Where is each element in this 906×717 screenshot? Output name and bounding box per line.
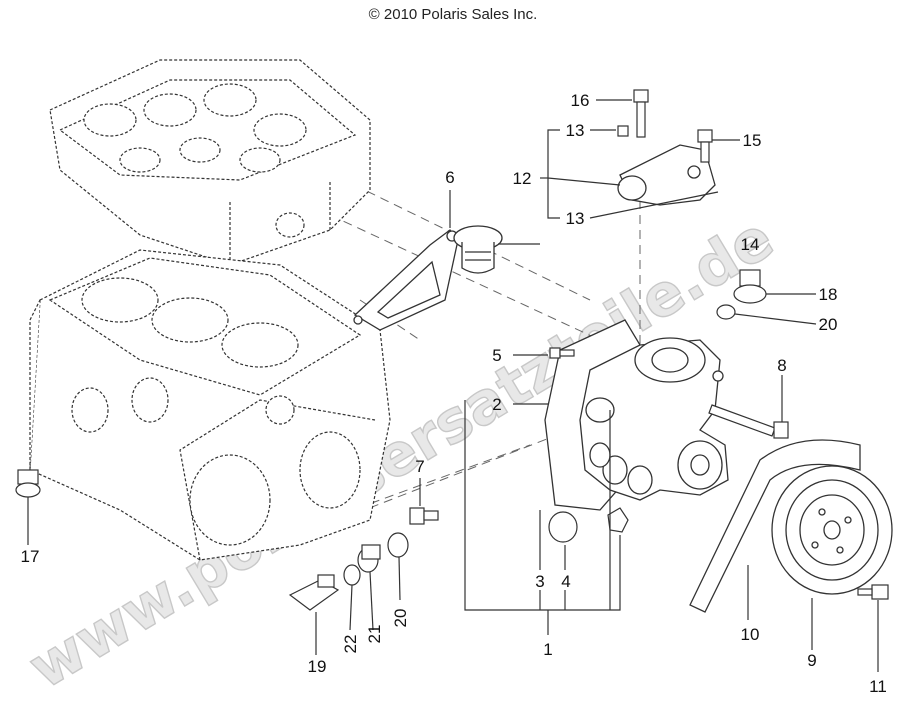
plug-part-13 — [617, 125, 629, 137]
washer-part-20-lower — [387, 532, 409, 558]
callout-14: 14 — [741, 235, 760, 254]
gasket-part-6 — [353, 229, 459, 331]
callout-13-lower: 13 — [566, 209, 585, 228]
bolt-part-8 — [708, 404, 789, 439]
callout-8: 8 — [777, 356, 786, 375]
callout-4: 4 — [561, 572, 570, 591]
callout-11: 11 — [869, 677, 887, 696]
water-pump-housing — [544, 319, 729, 511]
callout-15: 15 — [743, 131, 762, 150]
callout-13-upper: 13 — [566, 121, 585, 140]
thermostat-part-14 — [453, 225, 503, 274]
cylinder-head — [49, 59, 371, 266]
thermostat-housing-part-12 — [617, 144, 716, 206]
callout-labels: 1 2 3 4 5 6 7 8 9 10 11 12 13 13 14 15 1… — [21, 91, 887, 696]
callout-3: 3 — [535, 572, 544, 591]
washer-part-22 — [343, 564, 361, 586]
callout-1: 1 — [543, 640, 552, 659]
callout-19: 19 — [308, 657, 327, 676]
temperature-sensor-part-19 — [288, 574, 340, 611]
bolt-part-15 — [697, 129, 713, 163]
callout-12: 12 — [513, 169, 532, 188]
callout-22: 22 — [341, 635, 360, 654]
callout-21: 21 — [365, 625, 384, 644]
callout-2: 2 — [492, 395, 501, 414]
callout-5: 5 — [492, 346, 501, 365]
washer-part-20-upper — [716, 304, 736, 320]
callout-7: 7 — [415, 457, 424, 476]
bolt-part-5 — [549, 347, 575, 359]
callout-9: 9 — [807, 651, 816, 670]
engine-block — [29, 249, 391, 561]
callout-20-upper: 20 — [819, 315, 838, 334]
callout-20-lower: 20 — [391, 609, 410, 628]
callout-16: 16 — [571, 91, 590, 110]
bolt-part-16 — [633, 89, 649, 138]
callout-18: 18 — [819, 285, 838, 304]
callout-10: 10 — [741, 625, 760, 644]
callout-17: 17 — [21, 547, 40, 566]
o-ring-part-4 — [548, 511, 578, 543]
leader-lines — [27, 99, 879, 672]
bolt-part-11 — [857, 584, 889, 600]
plug-part-18 — [733, 269, 767, 304]
seal-part-3 — [607, 507, 629, 533]
bolt-part-7 — [409, 507, 439, 525]
pulley-part-9 — [771, 465, 893, 595]
callout-6: 6 — [445, 168, 454, 187]
fan-belt-part-10 — [689, 439, 861, 613]
plug-part-17 — [15, 469, 41, 498]
adapter-part-21 — [357, 544, 381, 573]
copyright-notice: © 2010 Polaris Sales Inc. — [368, 6, 538, 23]
